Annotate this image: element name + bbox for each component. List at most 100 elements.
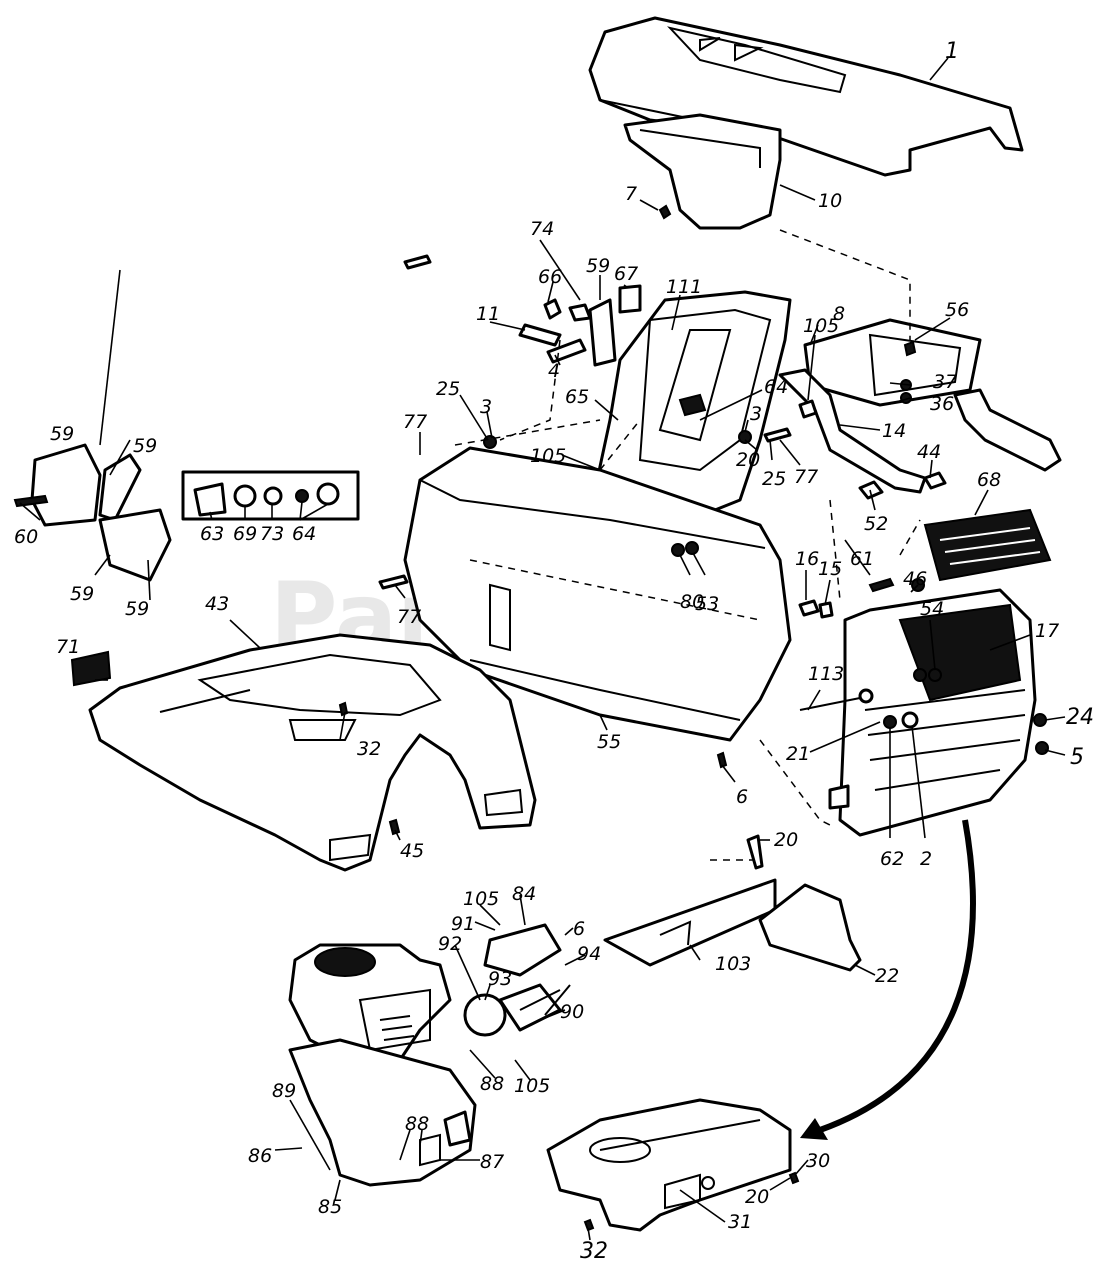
callout-21[interactable]: 21: [786, 743, 810, 765]
callout-77b[interactable]: 77: [794, 466, 818, 488]
callout-91[interactable]: 91: [451, 913, 475, 935]
callout-88[interactable]: 88: [480, 1073, 504, 1095]
callout-3b[interactable]: 3: [750, 403, 762, 425]
rear-fender-part[interactable]: [88, 633, 537, 872]
callout-52[interactable]: 52: [864, 513, 888, 535]
callout-59b[interactable]: 59: [50, 423, 74, 445]
callout-14[interactable]: 14: [882, 420, 906, 442]
frame-section-part[interactable]: [546, 1098, 792, 1232]
callout-77[interactable]: 77: [403, 411, 427, 433]
callout-66[interactable]: 66: [538, 266, 562, 288]
switch-kit-inset[interactable]: [181, 470, 360, 521]
callout-105c[interactable]: 105: [463, 888, 499, 910]
steering-support-part[interactable]: [593, 290, 792, 512]
callout-59[interactable]: 59: [586, 255, 610, 277]
callout-31[interactable]: 31: [728, 1211, 752, 1233]
callout-77c[interactable]: 77: [397, 606, 421, 628]
callout-65[interactable]: 65: [565, 386, 589, 408]
callout-3[interactable]: 3: [480, 396, 492, 418]
callout-20c[interactable]: 20: [745, 1186, 769, 1208]
callout-64b[interactable]: 64: [292, 523, 316, 545]
callout-6b[interactable]: 6: [573, 918, 585, 940]
callout-74[interactable]: 74: [530, 218, 554, 240]
callout-20[interactable]: 20: [736, 449, 760, 471]
callout-24[interactable]: 24: [1066, 705, 1094, 730]
grille-insert-part[interactable]: [923, 508, 1052, 582]
callout-30[interactable]: 30: [806, 1150, 830, 1172]
callout-44[interactable]: 44: [917, 441, 941, 463]
callout-94[interactable]: 94: [577, 943, 601, 965]
frame-bolts[interactable]: [583, 1171, 800, 1232]
callout-92[interactable]: 92: [438, 933, 462, 955]
callout-89[interactable]: 89: [272, 1080, 296, 1102]
callout-88b[interactable]: 88: [405, 1113, 429, 1135]
callout-59e[interactable]: 59: [125, 598, 149, 620]
callout-43[interactable]: 43: [205, 593, 229, 615]
callout-25[interactable]: 25: [436, 378, 460, 400]
callout-62[interactable]: 62: [880, 848, 904, 870]
callout-59c[interactable]: 59: [133, 435, 157, 457]
callout-71[interactable]: 71: [56, 636, 80, 658]
callout-10[interactable]: 10: [818, 190, 842, 212]
callout-73[interactable]: 73: [260, 523, 284, 545]
callout-17[interactable]: 17: [1035, 620, 1059, 642]
front-panel-part[interactable]: [403, 446, 792, 742]
callout-87[interactable]: 87: [480, 1151, 504, 1173]
callout-67[interactable]: 67: [614, 263, 638, 285]
callout-80[interactable]: 80: [680, 591, 704, 613]
engine-shield-part[interactable]: [288, 1038, 477, 1187]
callout-4[interactable]: 4: [548, 360, 560, 382]
reflector-part[interactable]: [70, 650, 112, 687]
callout-64[interactable]: 64: [764, 376, 788, 398]
callout-2[interactable]: 2: [920, 848, 932, 870]
bracket-part-22[interactable]: [758, 883, 862, 972]
callout-20b[interactable]: 20: [774, 829, 798, 851]
callout-63[interactable]: 63: [200, 523, 224, 545]
callout-90[interactable]: 90: [560, 1001, 584, 1023]
callout-60[interactable]: 60: [14, 526, 38, 548]
callout-113[interactable]: 113: [808, 663, 844, 685]
callout-54[interactable]: 54: [920, 598, 944, 620]
screw-part-7[interactable]: [658, 204, 672, 220]
callout-93[interactable]: 93: [488, 968, 512, 990]
callout-11[interactable]: 11: [476, 303, 500, 325]
callout-53[interactable]: 53: [695, 593, 719, 615]
callout-37[interactable]: 37: [933, 371, 957, 393]
callout-15[interactable]: 15: [818, 558, 842, 580]
callout-5[interactable]: 5: [1070, 745, 1084, 770]
assembly-guide-lines: [454, 229, 921, 861]
callout-25b[interactable]: 25: [762, 468, 786, 490]
callout-105[interactable]: 105: [803, 315, 839, 337]
callout-16[interactable]: 16: [795, 548, 819, 570]
callout-6[interactable]: 6: [736, 786, 748, 808]
callout-7[interactable]: 7: [625, 183, 637, 205]
callout-61[interactable]: 61: [850, 548, 874, 570]
callout-8[interactable]: 8: [833, 303, 845, 325]
callout-46[interactable]: 46: [903, 568, 927, 590]
callout-86[interactable]: 86: [248, 1145, 272, 1167]
dash-panel-part[interactable]: [623, 113, 782, 230]
switch-assembly-part[interactable]: [13, 443, 172, 582]
callout-59d[interactable]: 59: [70, 583, 94, 605]
callout-111[interactable]: 111: [666, 276, 702, 298]
callout-45[interactable]: 45: [400, 840, 424, 862]
callout-68[interactable]: 68: [977, 469, 1001, 491]
starter-part[interactable]: [463, 923, 571, 1037]
callout-36[interactable]: 36: [930, 393, 954, 415]
callout-55[interactable]: 55: [597, 731, 621, 753]
callout-105d[interactable]: 105: [514, 1075, 550, 1097]
callout-56[interactable]: 56: [945, 299, 969, 321]
callout-1[interactable]: 1: [945, 39, 959, 64]
callout-105b[interactable]: 105: [530, 445, 566, 467]
callout-32b[interactable]: 32: [580, 1239, 608, 1264]
callout-32[interactable]: 32: [357, 738, 381, 760]
callout-84[interactable]: 84: [512, 883, 536, 905]
front-grille-part[interactable]: [828, 588, 1037, 837]
bolt-part-20[interactable]: [746, 834, 764, 870]
callout-85[interactable]: 85: [318, 1196, 342, 1218]
callout-69[interactable]: 69: [233, 523, 257, 545]
callout-22[interactable]: 22: [875, 965, 899, 987]
control-bracket-part[interactable]: [518, 284, 642, 367]
callout-103[interactable]: 103: [715, 953, 751, 975]
engine-part[interactable]: [288, 943, 452, 1062]
